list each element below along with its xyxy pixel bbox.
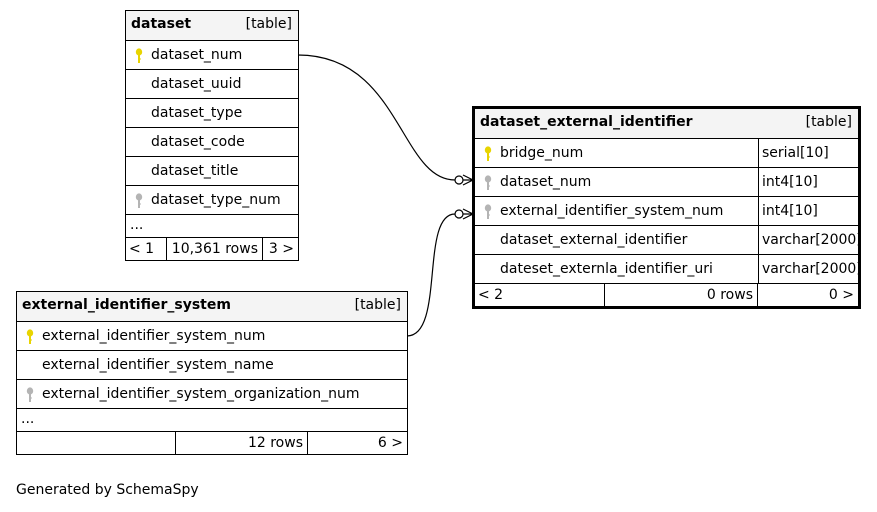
column-row[interactable]: dataset_uuid (126, 69, 298, 98)
column-type: serial[10] (758, 139, 829, 167)
primary-key-icon (135, 48, 143, 63)
primary-key-icon (26, 329, 34, 344)
children-count[interactable]: 3 > (262, 238, 298, 260)
foreign-key-icon (484, 204, 492, 219)
parents-count[interactable] (17, 432, 175, 454)
column-type: int4[10] (758, 197, 818, 225)
column-name: dataset_type (151, 105, 243, 121)
column-type: varchar[2000] (758, 226, 862, 254)
table-footer: < 1 10,361 rows 3 > (126, 237, 298, 260)
column-row[interactable]: dataset_num (126, 40, 298, 69)
column-row[interactable]: dataset_num int4[10] (475, 167, 858, 196)
table-name: dataset_external_identifier (480, 114, 693, 130)
column-name: bridge_num (500, 145, 584, 161)
table-footer: 12 rows 6 > (17, 431, 407, 454)
column-row[interactable]: dataset_code (126, 127, 298, 156)
column-row[interactable]: external_identifier_system_num (17, 321, 407, 350)
column-row[interactable]: external_identifier_system_name (17, 350, 407, 379)
foreign-key-icon (135, 193, 143, 208)
children-count[interactable]: 6 > (307, 432, 407, 454)
table-name: dataset (131, 16, 192, 32)
column-name: external_identifier_system_num (500, 203, 724, 219)
column-name: external_identifier_system_name (42, 357, 274, 373)
column-row[interactable]: bridge_num serial[10] (475, 138, 858, 167)
row-count: 10,361 rows (166, 238, 262, 260)
column-name: dataset_num (500, 174, 592, 190)
column-name: dateset_externla_identifier_uri (500, 261, 713, 277)
table-name: external_identifier_system (22, 297, 231, 313)
children-count[interactable]: 0 > (757, 284, 858, 306)
relationship-dataset-num (297, 54, 456, 181)
column-name: dataset_type_num (151, 192, 281, 208)
parents-count[interactable]: < 2 (478, 287, 504, 303)
table-header: dataset [table] (126, 11, 298, 40)
column-row[interactable]: dataset_type_num (126, 185, 298, 214)
column-row[interactable]: external_identifier_system_num int4[10] (475, 196, 858, 225)
column-name: dataset_num (151, 47, 243, 63)
column-name: external_identifier_system_organization_… (42, 386, 360, 402)
column-name: dataset_external_identifier (500, 232, 688, 248)
foreign-key-icon (26, 387, 34, 402)
zero-marker (454, 209, 464, 219)
more-columns: ... (17, 408, 407, 431)
column-row[interactable]: dataset_title (126, 156, 298, 185)
column-name: external_identifier_system_num (42, 328, 266, 344)
table-header: external_identifier_system [table] (17, 292, 407, 321)
column-name: dataset_uuid (151, 76, 242, 92)
column-row[interactable]: dataset_type (126, 98, 298, 127)
column-name: dataset_title (151, 163, 239, 179)
column-type: int4[10] (758, 168, 818, 196)
table-external-identifier-system[interactable]: external_identifier_system [table] exter… (16, 291, 408, 455)
relationship-external-identifier-system-num (406, 213, 456, 337)
zero-marker (454, 175, 464, 185)
row-count: 0 rows (604, 284, 757, 306)
parents-count[interactable]: < 1 (129, 241, 155, 257)
table-kind: [table] (245, 16, 292, 32)
column-row[interactable]: dataset_external_identifier varchar[2000… (475, 225, 862, 254)
table-dataset[interactable]: dataset [table] dataset_num dataset_uuid… (125, 10, 299, 261)
primary-key-icon (484, 146, 492, 161)
table-kind: [table] (805, 114, 852, 130)
column-row[interactable]: external_identifier_system_organization_… (17, 379, 407, 408)
foreign-key-icon (484, 175, 492, 190)
column-row[interactable]: dateset_externla_identifier_uri varchar[… (475, 254, 862, 283)
column-type: varchar[2000] (758, 255, 862, 283)
more-columns: ... (126, 214, 298, 237)
row-count: 12 rows (175, 432, 307, 454)
table-header: dataset_external_identifier [table] (475, 109, 858, 138)
table-footer: < 2 0 rows 0 > (475, 283, 858, 306)
table-kind: [table] (354, 297, 401, 313)
generated-by-credit: Generated by SchemaSpy (16, 482, 199, 498)
column-name: dataset_code (151, 134, 245, 150)
table-dataset-external-identifier[interactable]: dataset_external_identifier [table] brid… (472, 106, 862, 309)
